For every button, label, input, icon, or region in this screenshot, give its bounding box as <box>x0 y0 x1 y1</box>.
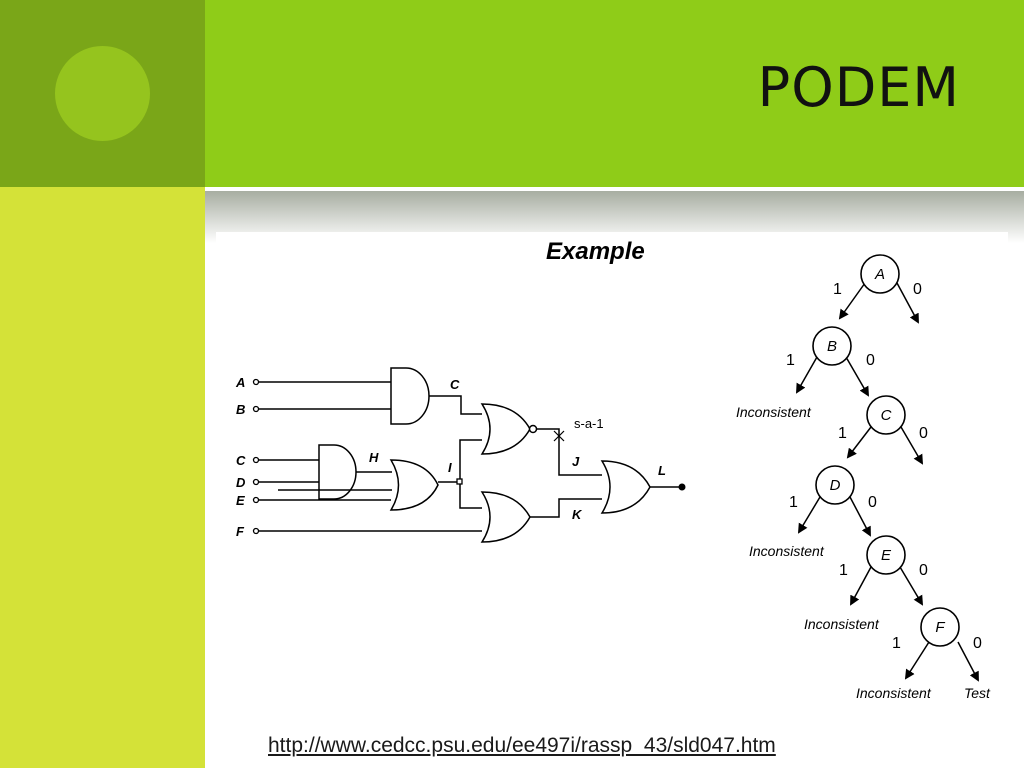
branch-b-0: 0 <box>866 352 875 369</box>
outcome-inconsistent-3: Inconsistent <box>804 616 880 632</box>
sidebar-bottom-panel <box>0 187 205 768</box>
tree-node-b-label: B <box>827 338 837 355</box>
branch-a-0: 0 <box>913 281 922 298</box>
header-bar <box>205 0 1024 187</box>
input-label-a: A <box>235 375 245 390</box>
branch-f-1: 1 <box>892 635 901 652</box>
branch-e-0: 0 <box>919 562 928 579</box>
nor-gate <box>480 403 531 455</box>
net-label-h: H <box>369 450 379 465</box>
tree-branch-labels: 1 0 1 0 1 0 1 0 1 0 1 0 <box>786 281 982 652</box>
tree-node-f-label: F <box>935 619 945 636</box>
outcome-inconsistent-1: Inconsistent <box>736 404 812 420</box>
net-label-j: J <box>572 454 580 469</box>
net-label-i: I <box>448 460 452 475</box>
input-label-b: B <box>236 402 245 417</box>
input-terminals <box>252 378 463 535</box>
net-label-c: C <box>450 377 460 392</box>
branch-e-1: 1 <box>839 562 848 579</box>
and-gate-c <box>390 367 430 425</box>
branch-d-1: 1 <box>789 494 798 511</box>
circuit-diagram <box>258 367 682 543</box>
tree-node-c-label: C <box>881 407 892 424</box>
tree-node-a: A <box>860 254 900 294</box>
or-gate-l <box>600 460 651 514</box>
branch-f-0: 0 <box>973 635 982 652</box>
input-label-c: C <box>236 453 246 468</box>
source-link[interactable]: http://www.cedcc.psu.edu/ee497i/rassp_43… <box>268 734 776 757</box>
outcome-test: Test <box>964 685 991 701</box>
output-terminal <box>678 483 686 491</box>
podem-example-figure: Example <box>216 232 1008 712</box>
figure-svg: Example <box>235 238 991 701</box>
tree-node-b: B <box>812 326 852 366</box>
header-divider <box>205 187 1024 191</box>
branch-b-1: 1 <box>786 352 795 369</box>
outcome-inconsistent-4: Inconsistent <box>856 685 932 701</box>
or-gate-i <box>389 459 439 511</box>
tree-node-e: E <box>866 535 906 575</box>
tree-nodes: A B C D E F <box>812 254 960 647</box>
tree-outcomes: Inconsistent Inconsistent Inconsistent I… <box>736 404 991 701</box>
tree-edges <box>796 282 979 682</box>
tree-node-c: C <box>866 395 906 435</box>
input-label-d: D <box>236 475 246 490</box>
fault-marker <box>553 430 565 442</box>
tree-node-d-label: D <box>830 477 841 494</box>
net-label-l: L <box>658 463 666 478</box>
decorative-circle <box>55 46 150 141</box>
input-label-f: F <box>236 524 245 539</box>
branch-c-1: 1 <box>838 425 847 442</box>
tree-node-e-label: E <box>881 547 892 564</box>
branch-a-1: 1 <box>833 281 842 298</box>
branch-c-0: 0 <box>919 425 928 442</box>
fault-label: s-a-1 <box>574 416 604 431</box>
and-gate-h <box>318 444 357 500</box>
input-label-e: E <box>236 493 245 508</box>
tree-node-a-label: A <box>874 266 885 283</box>
outcome-inconsistent-2: Inconsistent <box>749 543 825 559</box>
tree-node-d: D <box>815 465 855 505</box>
branch-d-0: 0 <box>868 494 877 511</box>
or-gate-k <box>480 491 531 543</box>
figure-heading: Example <box>546 238 645 265</box>
net-label-k: K <box>572 507 583 522</box>
tree-node-f: F <box>920 607 960 647</box>
slide-title: PODEM <box>757 56 960 119</box>
